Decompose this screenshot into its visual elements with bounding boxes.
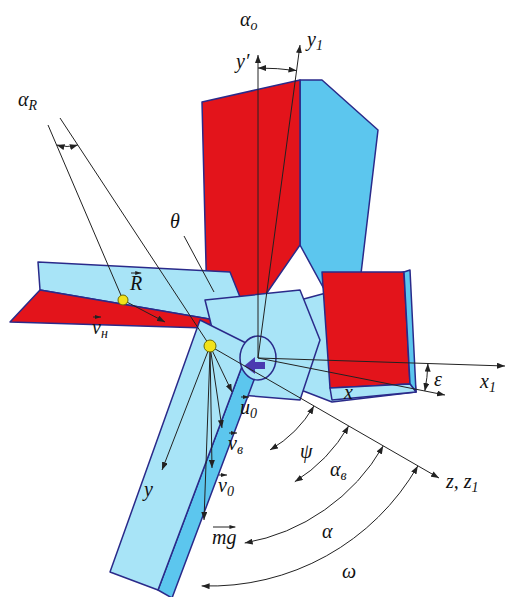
axis-y1: [258, 45, 300, 358]
vector-label: mg: [212, 526, 236, 549]
velocity-vector: [210, 346, 222, 428]
axis-x1: [258, 358, 505, 366]
angle-arc: [202, 466, 418, 586]
angle-arc: [57, 145, 78, 147]
vector-marks: [93, 273, 249, 527]
angle-label: αR: [18, 88, 37, 111]
angle-arc: [245, 446, 384, 543]
leader-line: [184, 236, 214, 292]
gravity-vector: [204, 352, 210, 520]
axis-label: y: [144, 478, 153, 501]
vector-label: vн: [92, 316, 108, 339]
lower-arm: [110, 320, 250, 590]
vector-label: R: [130, 272, 142, 295]
upper-arm-side: [300, 80, 378, 300]
angle-label: ε: [434, 368, 442, 391]
angle-label: ω: [342, 560, 356, 583]
angle-label: αo: [240, 8, 258, 31]
particle: [118, 295, 128, 305]
axis-y-prime: [258, 55, 259, 358]
axis-label: x: [344, 381, 353, 404]
velocity-vector: [210, 346, 212, 468]
angle-label: α: [322, 520, 333, 543]
angle-arc: [425, 364, 428, 391]
axis-label: y′: [236, 50, 249, 73]
particle: [204, 340, 216, 352]
right-blade-edge: [404, 270, 416, 392]
left-blade: [10, 290, 215, 328]
force-vector: [123, 300, 165, 322]
radius-line: [60, 118, 210, 346]
axis-label: z, z1: [446, 470, 479, 493]
axis-label: x1: [480, 370, 496, 393]
right-blade: [322, 272, 410, 388]
vector-label: u0: [240, 396, 257, 419]
angle-label: ψ: [300, 440, 312, 463]
vector-label: v0: [218, 474, 234, 497]
radius-line: [48, 125, 123, 300]
axis-y: [162, 346, 210, 470]
vector-label: vв: [228, 432, 243, 455]
angle-label: αв: [330, 458, 347, 481]
angle-arc: [258, 68, 297, 71]
angle-label: θ: [170, 210, 180, 233]
axis-label: y1: [307, 28, 323, 51]
